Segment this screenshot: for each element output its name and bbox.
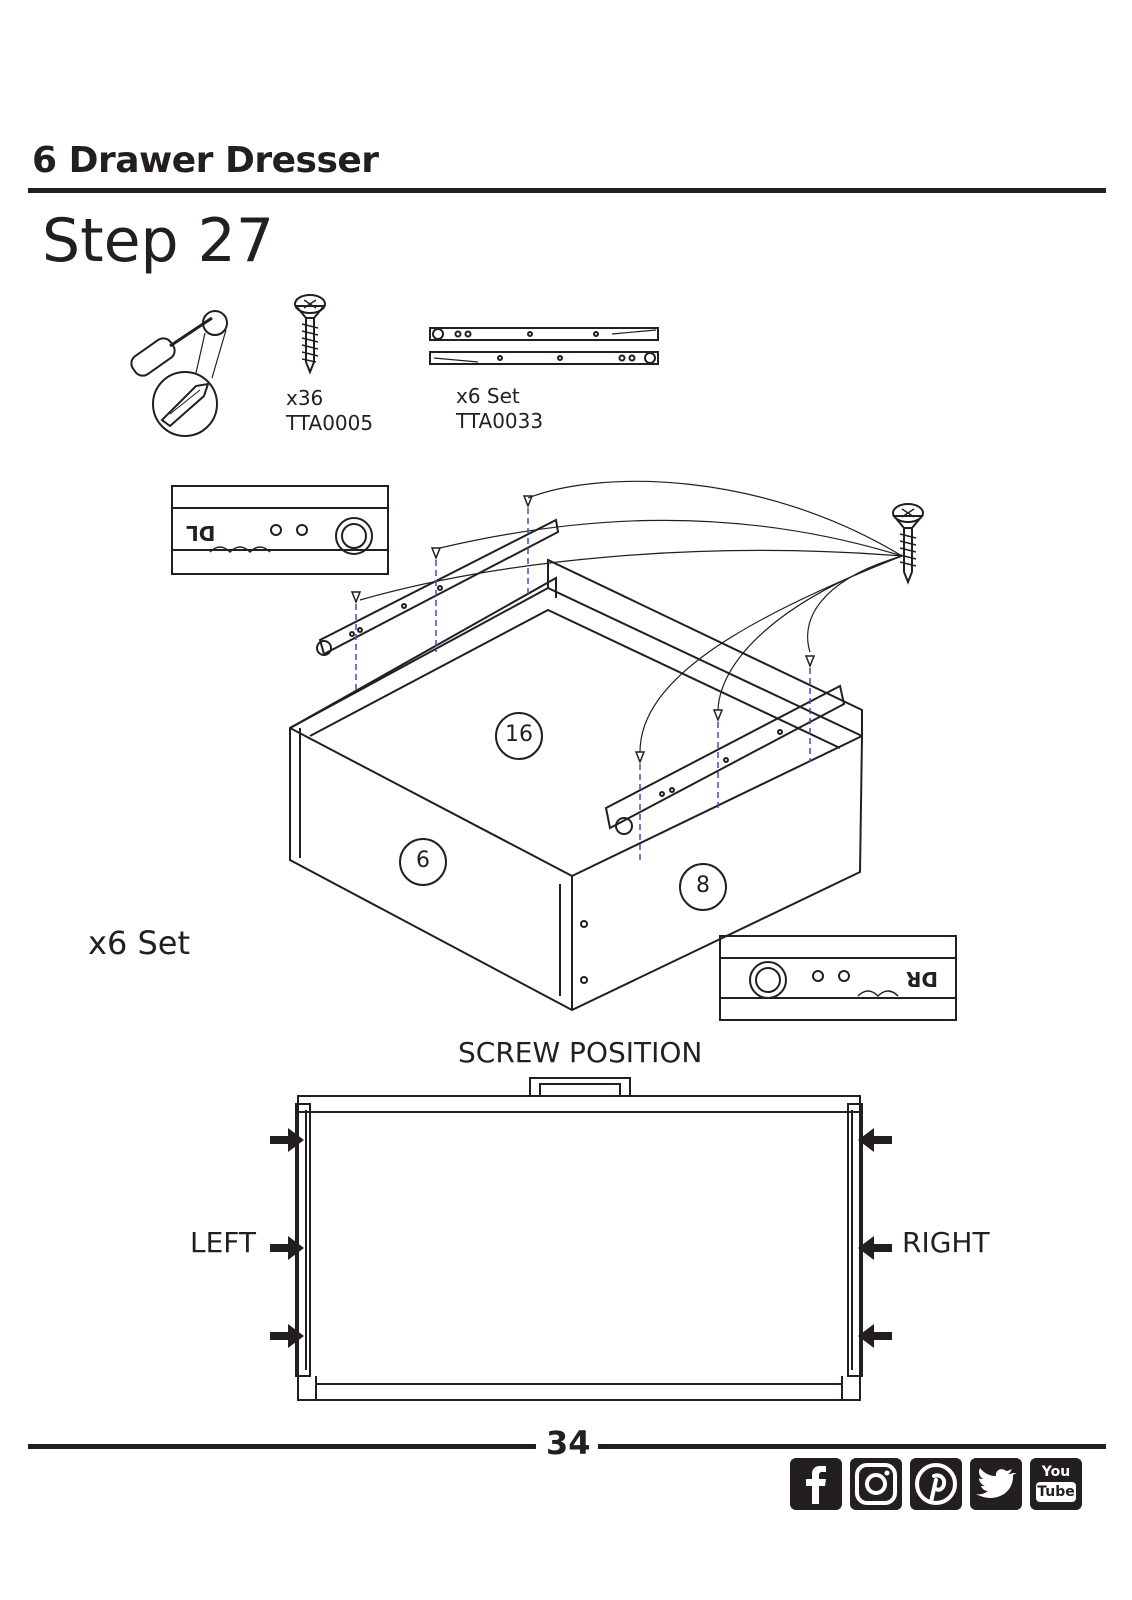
part-slide-qty: x6 Set [456, 384, 520, 408]
part-screw-code: TTA0005 [286, 411, 374, 435]
document-title: 6 Drawer Dresser [32, 140, 379, 181]
right-rail [604, 684, 846, 835]
screw-position-title: SCREW POSITION [458, 1036, 703, 1069]
rail-mark-right: DR [906, 967, 939, 991]
part-slide-code: TTA0033 [456, 409, 544, 433]
callout-6: 6 [416, 848, 430, 873]
rail-mark-left: DL [186, 521, 216, 545]
part-screw-label: x36 TTA0005 [286, 386, 373, 436]
instagram-icon[interactable] [850, 1458, 902, 1510]
youtube-icon[interactable]: You Tube [1030, 1458, 1082, 1510]
pinterest-icon[interactable] [910, 1458, 962, 1510]
screwdriver-icon [130, 310, 228, 437]
header-rule [28, 188, 1106, 193]
left-rail [316, 518, 560, 656]
youtube-text-top: You [1041, 1464, 1071, 1480]
right-label: RIGHT [902, 1226, 990, 1259]
left-label: LEFT [190, 1226, 257, 1259]
callout-circle-8 [679, 863, 727, 911]
facebook-icon[interactable] [790, 1458, 842, 1510]
drawer-slide-icon [429, 327, 659, 365]
screw-icon [293, 294, 327, 375]
footer-rule-left [28, 1444, 536, 1449]
part-screw-qty: x36 [286, 386, 324, 410]
callout-8: 8 [696, 873, 710, 898]
twitter-icon[interactable] [970, 1458, 1022, 1510]
callout-16: 16 [505, 722, 533, 747]
callout-circle-6 [399, 838, 447, 886]
screw-arrows [270, 1128, 892, 1348]
step-title: Step 27 [42, 206, 275, 276]
footer-rule-right [598, 1444, 1106, 1449]
screw-icon [891, 503, 925, 585]
rail-detail-left [171, 485, 389, 575]
drawer-top-view [295, 1077, 863, 1401]
drawer-box [289, 558, 864, 1012]
page-number: 34 [546, 1424, 591, 1462]
rail-detail-right [719, 935, 957, 1021]
callout-circle-16 [495, 712, 543, 760]
youtube-text-bottom: Tube [1036, 1482, 1076, 1502]
set-quantity-label: x6 Set [88, 924, 191, 962]
part-slide-label: x6 Set TTA0033 [456, 384, 543, 434]
